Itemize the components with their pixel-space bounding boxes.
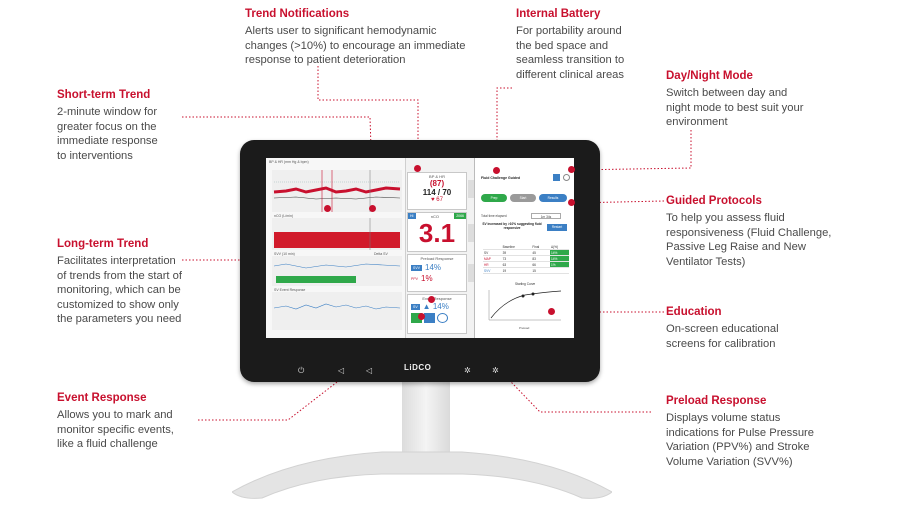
callout-text: Facilitates interpretation of trends fro… (57, 255, 182, 325)
protocol-message: SV increased by >10% suggesting fluid re… (482, 222, 542, 230)
callout-text: Alerts user to significant hemodynamic c… (245, 25, 466, 66)
callout-guided-protocols: Guided Protocols To help you assess flui… (666, 195, 891, 269)
event-tile[interactable]: Event Response SV ▲ 14% (407, 294, 467, 334)
co-value: 3.1 (418, 218, 456, 248)
callout-text: For portability around the bed space and… (516, 25, 625, 81)
callout-day-night-mode: Day/Night Mode Switch between day and ni… (666, 70, 866, 130)
event-head: Event Response (422, 296, 452, 301)
callout-title: Short-term Trend (57, 89, 151, 101)
svv-value: 14% (425, 263, 442, 272)
table-row: SVV 19 15 (483, 267, 569, 274)
callout-title: Trend Notifications (245, 8, 350, 20)
callout-trend-notifications: Trend Notifications Alerts user to signi… (245, 8, 510, 68)
protocol-title: Fluid Challenge Guided (481, 176, 521, 180)
table-row: SV 39 45 14% (483, 249, 569, 256)
co-label: nCO (430, 214, 439, 219)
chevron-right-icon[interactable] (468, 180, 474, 198)
chevron-right-icon[interactable] (468, 264, 474, 282)
alarm-silence-icon[interactable]: ◁ (338, 366, 345, 375)
marker-preload (428, 296, 435, 303)
marker-short-term (369, 205, 376, 212)
table-row: MAP 73 83 14% (483, 255, 569, 262)
callout-text: To help you assess fluid responsiveness … (666, 212, 832, 268)
marker-battery (493, 167, 500, 174)
brightness-down-icon[interactable]: ✲ (464, 366, 471, 375)
brightness-up-icon[interactable]: ✲ (492, 366, 499, 375)
chevron-right-icon[interactable] (468, 224, 474, 242)
table-row: HR 63 66 1% (483, 261, 569, 268)
callout-long-term-trend: Long-term Trend Facilitates interpretati… (57, 238, 227, 327)
event-sv-tag: SV (411, 303, 420, 310)
marker-day-night (568, 166, 575, 173)
callout-preload-response: Preload Response Displays volume status … (666, 395, 886, 469)
hr-value: ♥ 67 (431, 197, 443, 203)
close-icon[interactable] (563, 174, 570, 181)
callout-text: 2-minute window for greater focus on the… (57, 106, 158, 162)
chart-title: BP & HR (mm Hg & bpm) (269, 160, 309, 164)
callout-title: Day/Night Mode (666, 70, 753, 82)
restart-button[interactable]: Restart (547, 224, 567, 231)
marker-event (418, 313, 425, 320)
co-tile[interactable]: HI nCO 2066 3.1 (407, 212, 467, 252)
svv-label: SVV (10 min) (274, 252, 295, 256)
callout-title: Long-term Trend (57, 238, 149, 250)
event-trend-label: SV Event Response (274, 288, 306, 292)
power-icon[interactable]: ⏻ (298, 366, 305, 375)
map-value: (87) (429, 179, 445, 188)
callout-title: Preload Response (666, 395, 767, 407)
elapsed-label: Total time elapsed (481, 214, 507, 218)
ppv-value: 1% (421, 274, 433, 283)
step-results[interactable]: Results (539, 194, 567, 202)
bp-hr-head: BP & HR (429, 174, 445, 179)
callout-short-term-trend: Short-term Trend 2-minute window for gre… (57, 89, 207, 163)
svv-tag: SVV (411, 264, 423, 271)
elapsed-value: 1m 34s (531, 213, 561, 219)
callout-text: On-screen educational screens for calibr… (666, 323, 779, 350)
callout-event-response: Event Response Allows you to mark and mo… (57, 392, 217, 452)
marker-guided-protocols (568, 199, 575, 206)
stop-icon[interactable] (424, 313, 435, 323)
curve-x-label: Preload (519, 326, 530, 330)
results-table: Baseline Final Δ(%) SV 39 45 14% MAP 73 … (483, 244, 569, 274)
callout-education: Education On-screen educational screens … (666, 306, 866, 351)
starling-curve-title: Starling Curve (515, 282, 536, 286)
callout-title: Internal Battery (516, 8, 601, 20)
callout-text: Switch between day and night mode to bes… (666, 87, 804, 128)
step-prep[interactable]: Prep (481, 194, 507, 202)
marker-long-term (324, 205, 331, 212)
monitor-stand-base (232, 451, 612, 499)
sound-icon[interactable]: ◁ (366, 366, 373, 375)
play-icon[interactable] (411, 313, 422, 323)
callout-title: Event Response (57, 392, 147, 404)
callout-internal-battery: Internal Battery For portability around … (516, 8, 666, 82)
preload-tile[interactable]: Preload Response SVV 14% PPV 1% (407, 254, 467, 292)
trend-charts (272, 170, 402, 330)
preload-head: Preload Response (420, 256, 454, 261)
callout-text: Allows you to mark and monitor specific … (57, 409, 174, 450)
callout-title: Guided Protocols (666, 195, 762, 207)
brand-logo: LiDCO (404, 363, 432, 372)
dropdown-icon[interactable] (553, 174, 560, 181)
step-start[interactable]: Start (510, 194, 536, 202)
timer-icon (437, 313, 448, 323)
cco-label: nCO (L/min) (274, 214, 294, 218)
starling-curve (488, 290, 562, 321)
callout-title: Education (666, 306, 722, 318)
guided-protocol-panel: Fluid Challenge Guided Prep Start Result… (474, 158, 574, 338)
trend-chart-panel: BP & HR (mm Hg & bpm) nCO (L/min) SVV (1… (266, 158, 406, 338)
monitor-screen: BP & HR (mm Hg & bpm) nCO (L/min) SVV (1… (266, 158, 574, 338)
bp-hr-tile[interactable]: BP & HR (87) 114 / 70 ♥ 67 (407, 172, 467, 210)
marker-education (548, 308, 555, 315)
callout-text: Displays volume status indications for P… (666, 412, 814, 468)
co-badge-left: HI (408, 213, 416, 219)
sys-dia-value: 114 / 70 (422, 188, 452, 197)
co-badge-right: 2066 (454, 213, 466, 219)
ppv-tag: PPV (411, 276, 419, 281)
event-value: ▲ 14% (422, 302, 449, 311)
marker-trend-notifications (414, 165, 421, 172)
delta-sv-label: Delta SV (374, 252, 388, 256)
